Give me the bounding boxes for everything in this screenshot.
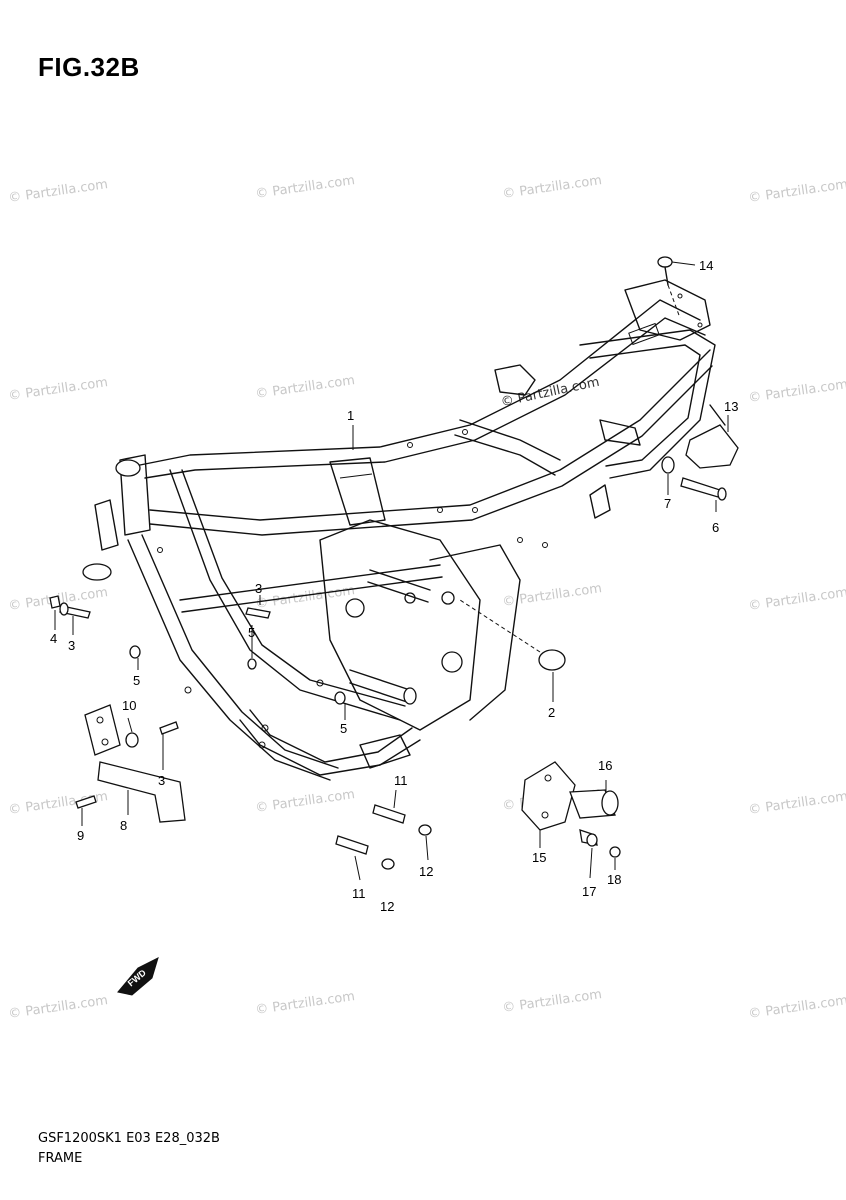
callout-6: 6 xyxy=(712,520,719,535)
callout-13: 13 xyxy=(724,399,738,414)
callout-14: 14 xyxy=(699,258,713,273)
callout-5: 5 xyxy=(248,625,255,640)
callout-12: 12 xyxy=(380,899,394,914)
forward-arrow-icon: FWD xyxy=(117,957,159,996)
callout-12: 12 xyxy=(419,864,433,879)
callout-16: 16 xyxy=(598,758,612,773)
leader-lines xyxy=(54,261,729,881)
bolt-part-11 xyxy=(335,835,369,855)
bolt-part-6 xyxy=(680,477,727,501)
nut-part-5 xyxy=(334,691,346,705)
callout-18: 18 xyxy=(607,872,621,887)
callout-7: 7 xyxy=(664,496,671,511)
callout-1: 1 xyxy=(347,408,354,423)
bolt-part-11 xyxy=(372,804,406,824)
cap-part-12 xyxy=(381,858,395,870)
bolt-part-3 xyxy=(159,721,179,735)
spacer-part-7 xyxy=(661,456,675,474)
bracket-part-8 xyxy=(97,761,186,823)
callout-11: 11 xyxy=(394,773,408,788)
motorcycle-frame xyxy=(82,279,716,781)
callout-4: 4 xyxy=(50,631,57,646)
mount-part-15 xyxy=(521,761,576,831)
callout-5: 5 xyxy=(133,673,140,688)
nut-part-18 xyxy=(609,846,621,858)
bracket-part-13 xyxy=(685,404,739,469)
callout-3: 3 xyxy=(255,581,262,596)
callout-15: 15 xyxy=(532,850,546,865)
callout-9: 9 xyxy=(77,828,84,843)
bushing-part-16 xyxy=(569,789,619,819)
model-code: GSF1200SK1 E03 E28_032B xyxy=(38,1131,220,1146)
section-name: FRAME xyxy=(38,1151,83,1166)
nut-part-4 xyxy=(49,595,61,609)
callout-3: 3 xyxy=(158,773,165,788)
bolt-part-3 xyxy=(59,602,91,619)
nut-part-5 xyxy=(247,658,257,670)
cap-part-2 xyxy=(459,599,566,671)
callout-8: 8 xyxy=(120,818,127,833)
figure-title: FIG.32B xyxy=(38,52,140,82)
bolt-part-3 xyxy=(245,607,271,619)
callout-17: 17 xyxy=(582,884,596,899)
bolt-part-9 xyxy=(75,795,97,809)
callout-11: 11 xyxy=(352,886,366,901)
callout-5: 5 xyxy=(340,721,347,736)
bolt-part-17 xyxy=(579,829,598,847)
callout-3: 3 xyxy=(68,638,75,653)
callout-10: 10 xyxy=(122,698,136,713)
nut-part-5 xyxy=(129,645,141,659)
callout-2: 2 xyxy=(548,705,555,720)
bracket-part-10 xyxy=(84,704,139,756)
cap-part-12 xyxy=(418,824,432,836)
